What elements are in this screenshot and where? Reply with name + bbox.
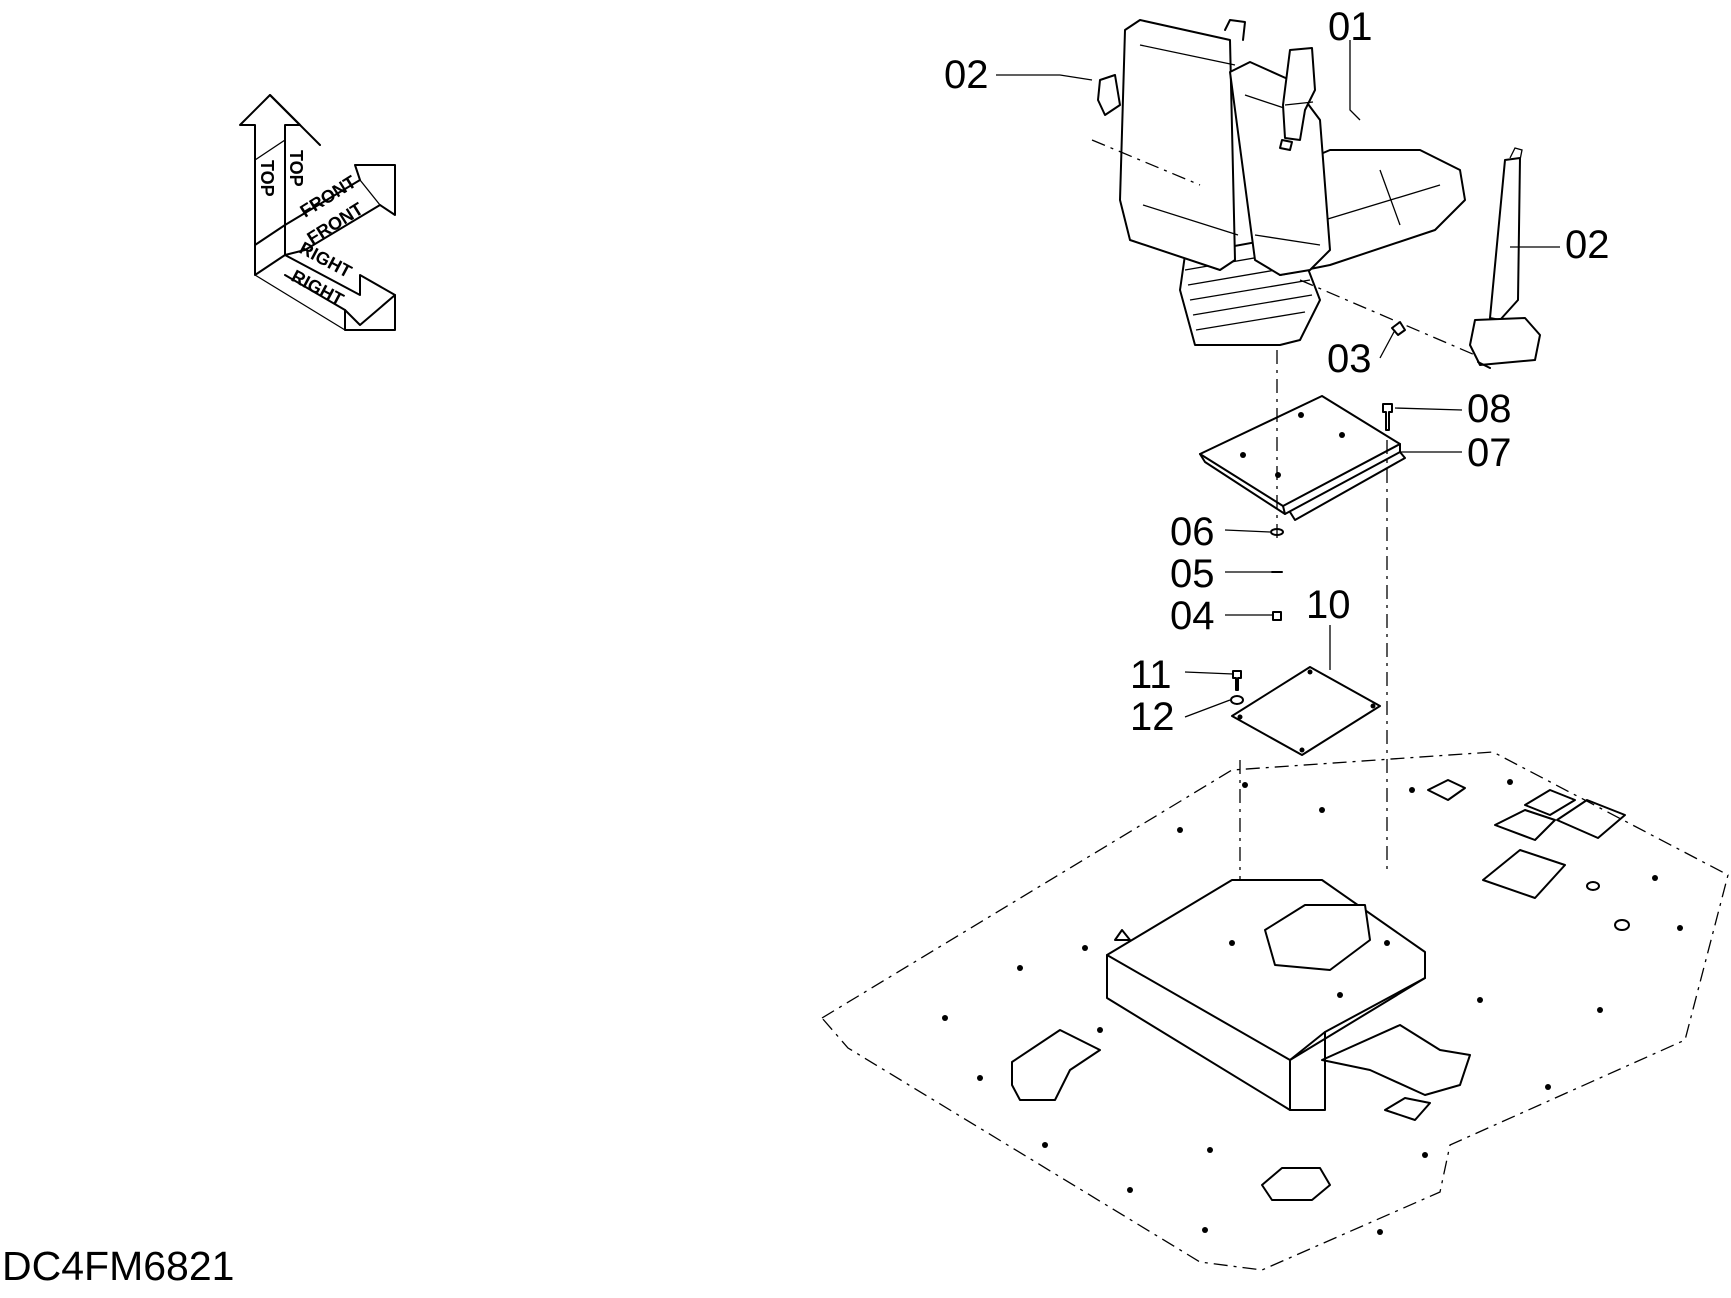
orientation-top-label: TOP [257, 160, 277, 197]
seat-belt-buckle [1279, 47, 1316, 151]
callout-06: 06 [1170, 510, 1215, 554]
callout-08: 08 [1467, 387, 1512, 431]
orientation-top-label-2: TOP [286, 150, 306, 187]
callout-07: 07 [1467, 431, 1512, 475]
washer-06 [1270, 528, 1284, 536]
bolt-11 [1232, 670, 1242, 691]
callout-12: 12 [1130, 695, 1175, 739]
cover-plate-10 [1231, 666, 1381, 756]
seat-belt-retractor [1469, 147, 1541, 369]
cab-floor-plate [821, 751, 1729, 1271]
callout-02-buckle: 02 [944, 53, 989, 97]
bolt-08 [1382, 403, 1393, 431]
orientation-indicator: TOP TOP FRONT FRONT RIGHT RIGHT [239, 94, 396, 331]
bolt-03 [1391, 321, 1406, 336]
washer-12 [1230, 695, 1244, 705]
mounting-bracket-07 [1199, 395, 1406, 521]
callout-01: 01 [1328, 5, 1373, 49]
bolt-04 [1272, 611, 1282, 621]
callout-03: 03 [1327, 337, 1372, 381]
callout-02-retractor: 02 [1565, 223, 1610, 267]
callout-04: 04 [1170, 594, 1215, 638]
drawing-code: DC4FM6821 [2, 1243, 235, 1289]
leader-lines [996, 40, 1560, 718]
callout-05: 05 [1170, 552, 1215, 596]
callout-10: 10 [1306, 583, 1351, 627]
front-arrow [284, 164, 396, 256]
operator-seat [1097, 19, 1466, 346]
callout-11: 11 [1130, 653, 1172, 697]
